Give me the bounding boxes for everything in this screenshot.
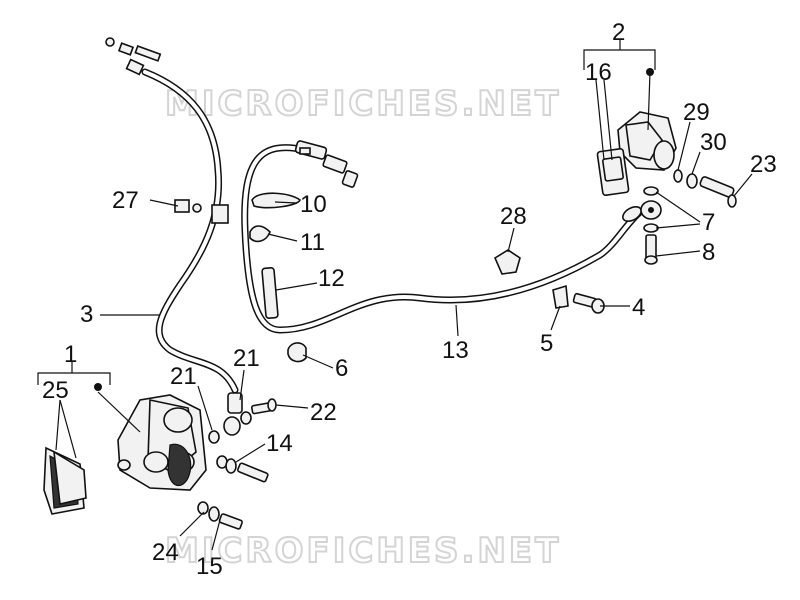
part-label-4: 4 — [632, 294, 645, 321]
hose-3-top-fitting — [105, 37, 162, 76]
caliper-bolt-15 — [197, 501, 243, 530]
part-label-8: 8 — [702, 239, 715, 266]
hose-bracket-5 — [552, 284, 605, 314]
clip-28 — [493, 249, 521, 275]
part-label-12: 12 — [318, 265, 345, 292]
part-label-6: 6 — [335, 355, 348, 382]
part-label-24: 24 — [152, 539, 179, 566]
caliper-banjo-bolt-22 — [250, 398, 277, 415]
brake-pads-25 — [43, 446, 87, 515]
watermark-top: MICROFICHES.NET — [165, 84, 561, 124]
part-label-16: 16 — [585, 59, 612, 86]
part-label-5: 5 — [540, 330, 553, 357]
part-label-23: 23 — [750, 151, 777, 178]
part-label-1: 1 — [64, 341, 77, 368]
clamp-6 — [287, 342, 307, 363]
watermark-bottom: MICROFICHES.NET — [165, 531, 561, 571]
part-label-30: 30 — [700, 129, 727, 156]
part-label-28: 28 — [500, 203, 527, 230]
brake-hose-13 — [241, 144, 644, 334]
front-brake-caliper — [117, 394, 207, 491]
part-label-27: 27 — [112, 187, 139, 214]
part-label-25: 25 — [42, 377, 69, 404]
part-label-21-left: 21 — [170, 363, 197, 390]
leader-lines — [37, 40, 753, 551]
part-label-10: 10 — [300, 191, 327, 218]
part-label-21-right: 21 — [233, 345, 260, 372]
caliper-bolt-14 — [216, 455, 269, 483]
part-label-2: 2 — [612, 19, 625, 46]
hose-13-upper-fitting — [294, 140, 359, 188]
part-label-7: 7 — [702, 209, 715, 236]
clip-11 — [249, 225, 271, 243]
hose-3-lower-fitting — [227, 392, 243, 414]
banjo-fitting — [622, 200, 662, 223]
caliper-banjo-washers-21 — [208, 411, 252, 444]
assembly-marker-dot-2 — [646, 68, 654, 76]
part-label-15: 15 — [196, 553, 223, 580]
part-label-11: 11 — [300, 229, 325, 256]
sleeve-12 — [261, 267, 279, 319]
brake-hose-3 — [141, 68, 239, 394]
master-cylinder-bolt-23 — [673, 169, 737, 208]
part-label-22: 22 — [310, 399, 337, 426]
part-label-14: 14 — [266, 430, 293, 457]
banjo-bolt-8 — [644, 234, 658, 265]
hose-clip-27 — [174, 199, 229, 224]
assembly-marker-dot-1 — [94, 383, 102, 391]
brake-master-cylinder — [596, 111, 677, 197]
part-label-3: 3 — [80, 301, 93, 328]
part-label-13: 13 — [442, 337, 469, 364]
clamp-10 — [251, 192, 301, 209]
part-label-29: 29 — [683, 99, 710, 126]
